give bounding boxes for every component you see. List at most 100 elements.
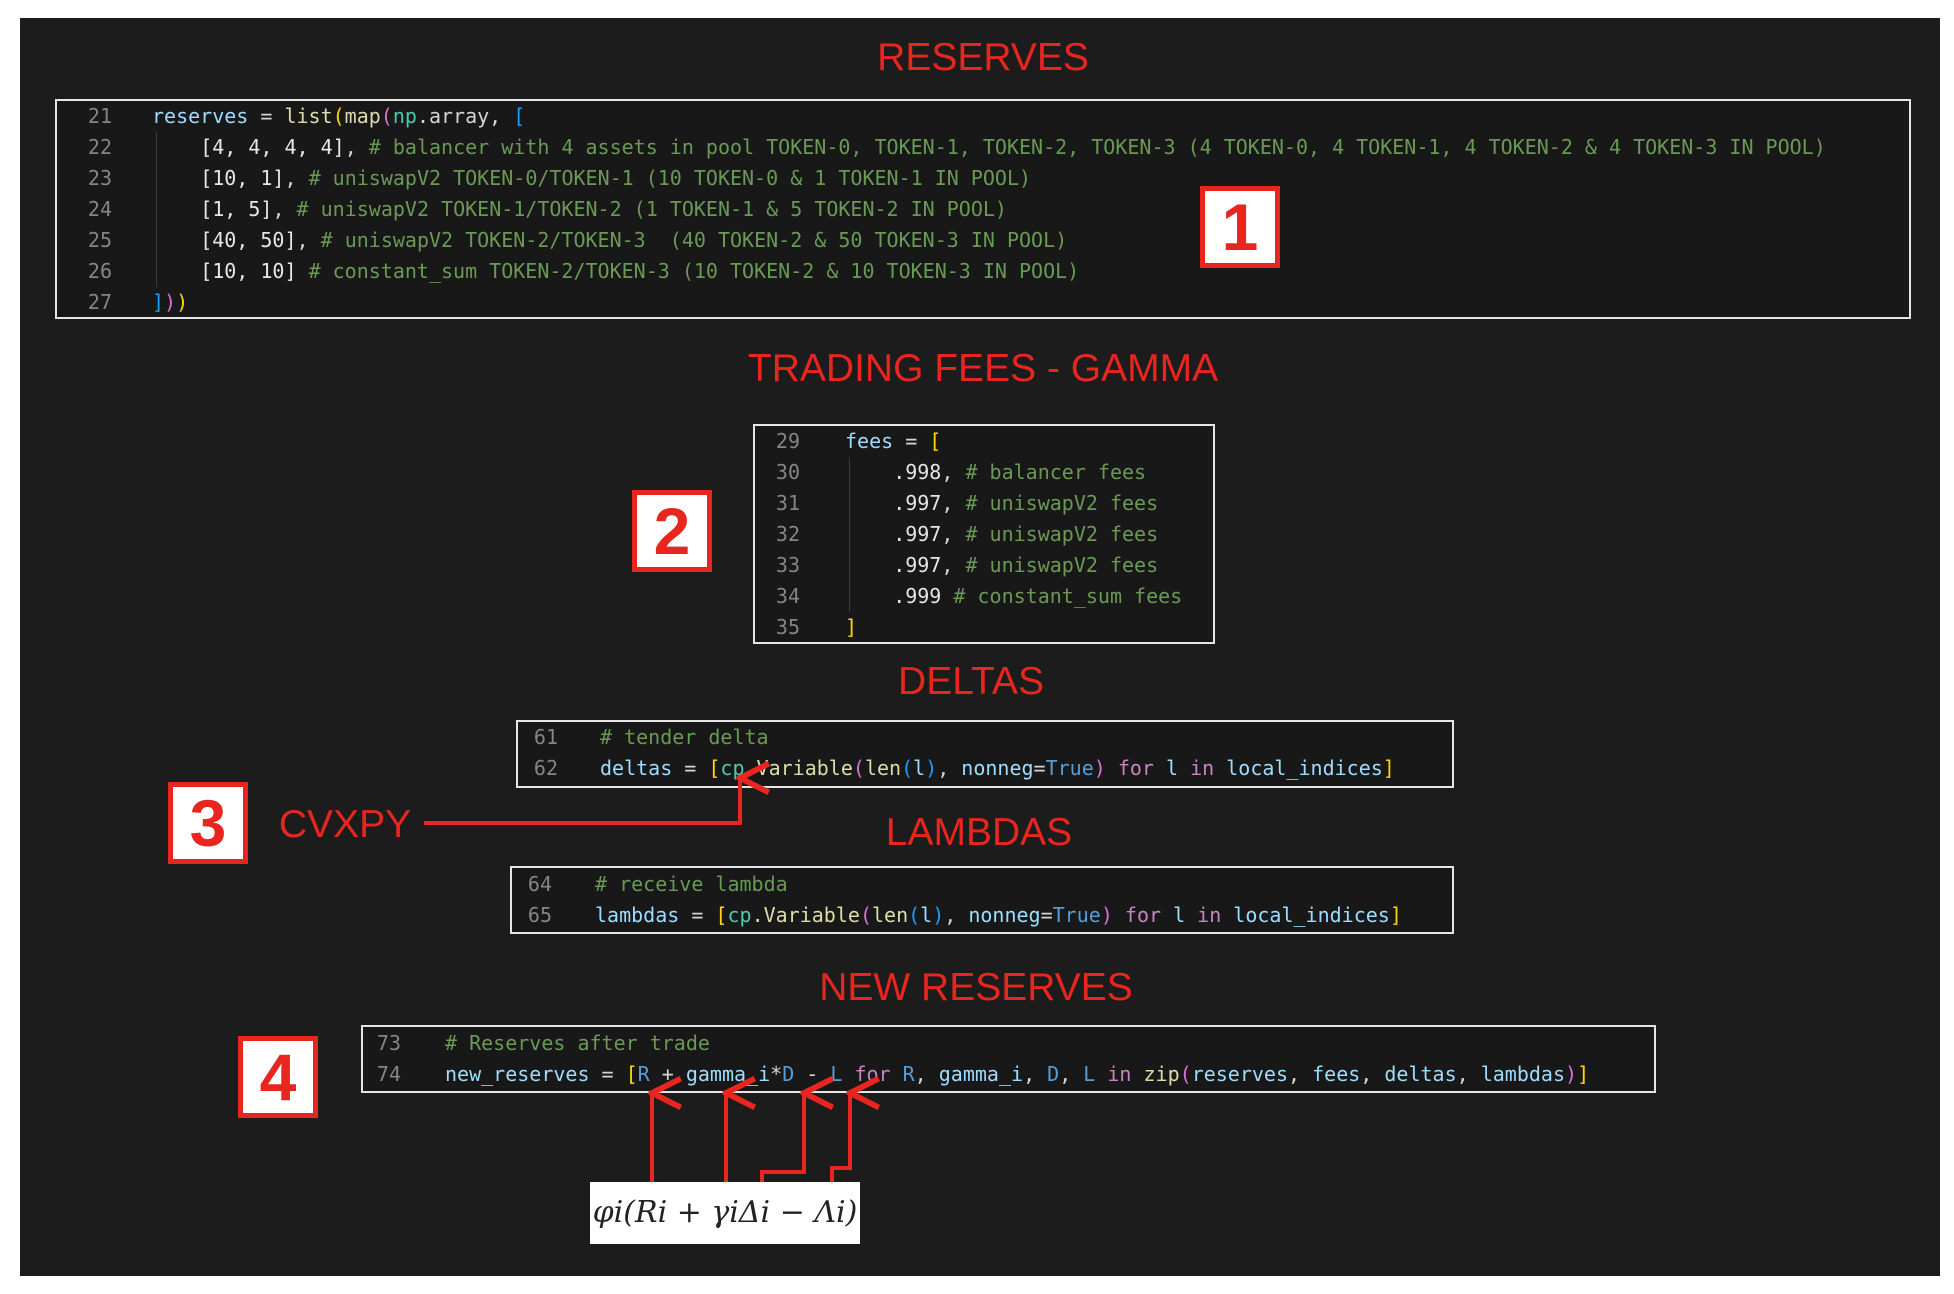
- cvxpy-arrow: [424, 778, 740, 825]
- code-token: l: [1166, 756, 1179, 780]
- code-token: ,: [944, 903, 969, 927]
- code-token: (: [852, 756, 865, 780]
- code-token: ]: [1382, 756, 1395, 780]
- code-line: 31 .997, # uniswapV2 fees: [755, 488, 1213, 519]
- line-number: 35: [775, 615, 800, 639]
- code-text: .999 # constant_sum fees: [893, 581, 1182, 612]
- code-token: ,: [941, 460, 966, 484]
- line-number: 23: [87, 166, 112, 190]
- heading-reserves: RESERVES: [877, 36, 1089, 79]
- code-token: l: [913, 756, 926, 780]
- code-text: .997, # uniswapV2 fees: [893, 550, 1158, 581]
- code-token: fees: [845, 429, 894, 453]
- code-token: np: [392, 104, 417, 128]
- code-token: ,: [941, 491, 966, 515]
- line-number: 31: [775, 491, 800, 515]
- code-token: fees: [1312, 1062, 1361, 1086]
- code-line: 32.997, # uniswapV2 fees: [755, 519, 1213, 550]
- marker-2: 2: [632, 490, 712, 572]
- code-text: [4, 4, 4, 4], # balancer with 4 assets i…: [200, 132, 1826, 163]
- code-token: .999: [893, 584, 942, 608]
- code-token: ,: [272, 197, 297, 221]
- code-token: in: [1185, 903, 1234, 927]
- code-line: 25[40, 50], # uniswapV2 TOKEN-2/TOKEN-3 …: [57, 225, 1909, 256]
- code-token: ,: [914, 1062, 939, 1086]
- code-line: 34 .999 # constant_sum fees: [755, 581, 1213, 612]
- code-token: gamma_i: [938, 1062, 1024, 1086]
- line-number: 74: [376, 1062, 401, 1086]
- code-token: [4, 4, 4, 4]: [200, 135, 345, 159]
- code-token: D: [782, 1062, 795, 1086]
- code-token: (: [1179, 1062, 1192, 1086]
- code-line: 26[10, 10] # constant_sum TOKEN-2/TOKEN-…: [57, 256, 1909, 287]
- code-token: # tender delta: [600, 725, 769, 749]
- code-token: # receive lambda: [595, 872, 788, 896]
- code-token: deltas: [1384, 1062, 1457, 1086]
- marker-1: 1: [1200, 186, 1280, 268]
- code-token: .997: [893, 491, 942, 515]
- code-block-new-reserves: 73 # Reserves after trade 74 new_reserves =…: [361, 1025, 1656, 1093]
- code-text: .998, # balancer fees: [893, 457, 1146, 488]
- code-token: =: [679, 903, 716, 927]
- code-token: D: [1047, 1062, 1060, 1086]
- code-token: .array,: [416, 104, 514, 128]
- code-token: =: [1040, 903, 1053, 927]
- code-text: # Reserves after trade: [445, 1028, 710, 1059]
- line-number: 27: [87, 290, 112, 314]
- line-number: 22: [87, 135, 112, 159]
- line-number: 29: [775, 429, 800, 453]
- code-token: ): [1565, 1062, 1578, 1086]
- code-token: [: [929, 429, 942, 453]
- code-token: local_indices: [1226, 756, 1383, 780]
- code-line: 30.998, # balancer fees: [755, 457, 1213, 488]
- code-token: [10, 1]: [200, 166, 285, 190]
- code-token: [1, 5]: [200, 197, 273, 221]
- code-token: ): [176, 290, 189, 314]
- code-token: ,: [344, 135, 369, 159]
- heading-lambdas: LAMBDAS: [885, 811, 1073, 854]
- code-token: l: [1173, 903, 1186, 927]
- marker-3: 3: [168, 782, 248, 864]
- code-token: new_reserves: [445, 1062, 590, 1086]
- code-token: lambdas: [1480, 1062, 1566, 1086]
- code-text: lambdas = [cp.Variable(len(l), nonneg=Tr…: [595, 900, 1402, 931]
- math-formula: φi(Ri + γiΔi − Λi): [590, 1182, 860, 1244]
- code-token: len: [864, 756, 902, 780]
- code-text: deltas = [cp.Variable(len(l), nonneg=Tru…: [600, 753, 1395, 784]
- line-number: 73: [376, 1031, 401, 1055]
- line-number: 62: [533, 756, 558, 780]
- line-number: 34: [775, 584, 800, 608]
- code-token: ): [1093, 756, 1106, 780]
- code-token: local_indices: [1233, 903, 1390, 927]
- line-number: 24: [87, 197, 112, 221]
- code-token: in: [1095, 1062, 1144, 1086]
- code-line: 33.997, # uniswapV2 fees: [755, 550, 1213, 581]
- code-token: ): [932, 903, 945, 927]
- code-token: # uniswapV2 TOKEN-0/TOKEN-1 (10 TOKEN-0 …: [308, 166, 1032, 190]
- code-line: 73 # Reserves after trade: [363, 1028, 1654, 1059]
- heading-trading-fees: TRADING FEES - GAMMA: [747, 347, 1219, 390]
- marker-4: 4: [238, 1036, 318, 1118]
- code-token: L: [1083, 1062, 1096, 1086]
- line-number: 64: [527, 872, 552, 896]
- code-token: =: [589, 1062, 626, 1086]
- code-token: # uniswapV2 fees: [965, 491, 1159, 515]
- line-number: 32: [775, 522, 800, 546]
- code-token: (: [901, 756, 914, 780]
- code-text: new_reserves = [R + gamma_i*D - L for R,…: [445, 1059, 1589, 1090]
- code-token: # constant_sum fees: [953, 584, 1183, 608]
- code-token: ]: [152, 290, 165, 314]
- code-token: True: [1045, 756, 1094, 780]
- code-text: ]: [845, 612, 857, 643]
- indent-guide: [849, 457, 850, 612]
- line-number: 61: [533, 725, 558, 749]
- code-token: =: [248, 104, 285, 128]
- code-line: 22 [4, 4, 4, 4], # balancer with 4 assets…: [57, 132, 1909, 163]
- code-text: [10, 1], # uniswapV2 TOKEN-0/TOKEN-1 (10…: [200, 163, 1031, 194]
- code-token: .997: [893, 553, 942, 577]
- code-line: 62 deltas = [cp.Variable(len(l), nonneg=T…: [518, 753, 1452, 784]
